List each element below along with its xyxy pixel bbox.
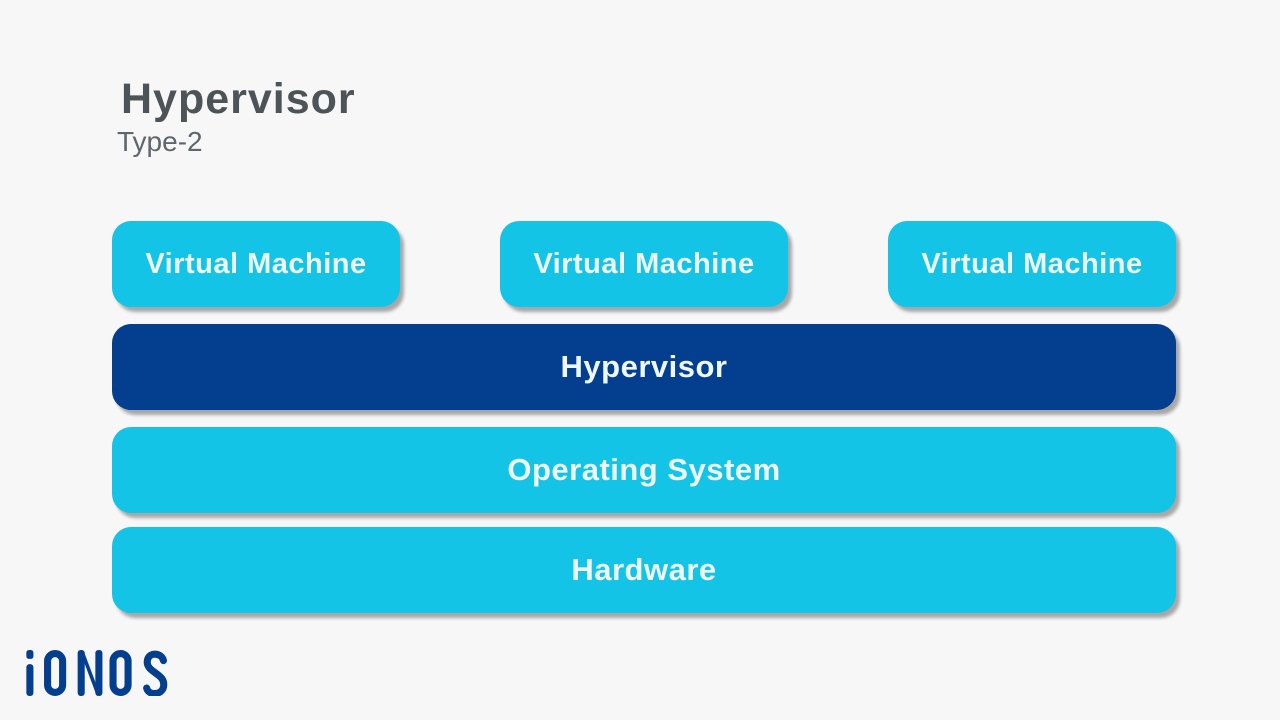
vm-box-label: Virtual Machine [145, 247, 367, 280]
layer-hardware: Hardware [112, 527, 1176, 613]
vm-box-2: Virtual Machine [500, 221, 788, 307]
architecture-diagram: Virtual Machine Virtual Machine Virtual … [112, 221, 1176, 613]
page-title: Hypervisor [121, 75, 356, 123]
vm-row: Virtual Machine Virtual Machine Virtual … [112, 221, 1176, 307]
layer-label: Operating System [507, 452, 781, 487]
vm-box-label: Virtual Machine [533, 247, 755, 280]
ionos-wordmark-icon [26, 650, 168, 696]
layer-label: Hypervisor [560, 349, 728, 384]
layer-operating-system: Operating System [112, 427, 1176, 513]
header: Hypervisor Type-2 [117, 75, 356, 158]
vm-box-3: Virtual Machine [888, 221, 1176, 307]
ionos-logo: IONOS [22, 650, 174, 696]
layer-hypervisor: Hypervisor [112, 324, 1176, 410]
page-subtitle: Type-2 [117, 126, 203, 158]
vm-box-label: Virtual Machine [921, 247, 1143, 280]
layer-label: Hardware [571, 552, 717, 587]
vm-box-1: Virtual Machine [112, 221, 400, 307]
